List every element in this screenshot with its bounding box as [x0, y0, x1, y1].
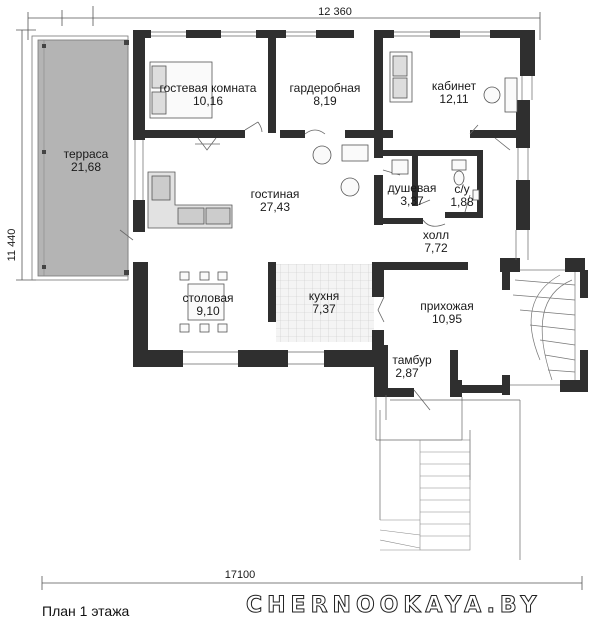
room-kitchen-area: 7,37: [312, 302, 336, 316]
dimension-bottom: 17100: [225, 569, 256, 581]
room-kitchen-name: кухня: [309, 289, 340, 303]
room-office-area: 12,11: [439, 92, 468, 106]
room-hall-name: холл: [423, 228, 449, 242]
room-terrace-area: 21,68: [71, 160, 101, 174]
staircase: [510, 269, 576, 386]
walls: [133, 30, 588, 397]
room-dining-name: столовая: [183, 291, 234, 305]
room-living-name: гостиная: [251, 187, 300, 201]
room-office-name: кабинет: [432, 79, 477, 93]
room-terrace-name: терраса: [64, 147, 109, 161]
room-guest-name: гостевая комната: [160, 81, 257, 95]
room-entry-area: 10,95: [432, 312, 462, 326]
terrace: [31, 35, 129, 281]
dimension-top: 12 360: [318, 6, 352, 18]
room-shower-name: душевая: [388, 181, 437, 195]
room-vestibule-area: 2,87: [395, 366, 419, 380]
room-dining-area: 9,10: [196, 304, 220, 318]
room-hall-area: 7,72: [424, 241, 448, 255]
room-wardrobe-area: 8,19: [313, 94, 337, 108]
entrance-steps: [379, 439, 471, 551]
room-wc-name: с/у: [454, 182, 469, 196]
room-living-area: 27,43: [260, 200, 290, 214]
furniture: [147, 51, 518, 333]
dimension-lines: [16, 6, 583, 590]
room-wc-area: 1,88: [450, 195, 474, 209]
room-vestibule-name: тамбур: [392, 353, 432, 367]
room-shower-area: 3,37: [400, 194, 424, 208]
brand-watermark: CHERNOOKAYA.BY: [245, 593, 542, 619]
room-entry-name: прихожая: [420, 299, 473, 313]
room-wardrobe-name: гардеробная: [290, 81, 361, 95]
plan-caption: План 1 этажа: [42, 603, 130, 619]
kitchen-floor: [276, 264, 374, 342]
room-guest-area: 10,16: [193, 94, 223, 108]
dimension-left: 11 440: [6, 229, 18, 262]
dining-table: [187, 283, 225, 321]
